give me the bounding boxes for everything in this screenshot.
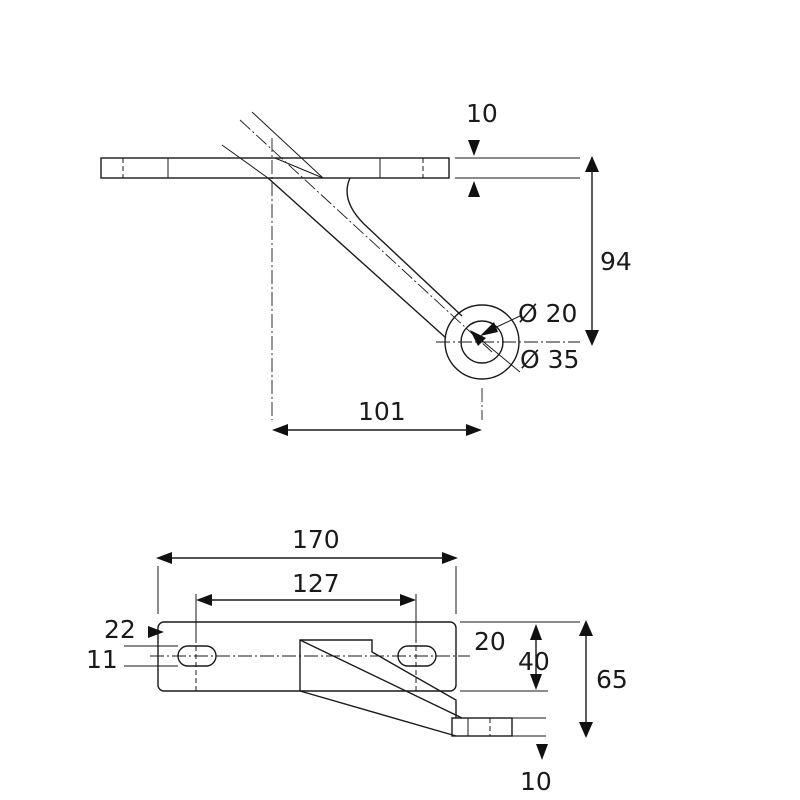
arrowhead xyxy=(585,330,599,346)
arrowhead xyxy=(466,424,482,436)
dim-tip-thickness-label: 10 xyxy=(520,767,552,796)
dim-hole-outer-label: Ø 35 xyxy=(520,345,579,374)
bottom-arm-lower xyxy=(299,690,457,737)
dim-hole-spacing-label: 127 xyxy=(292,569,340,598)
dim-height-label: 94 xyxy=(600,247,632,276)
top-arm-construction xyxy=(251,111,324,179)
dim-hole-inner-label: Ø 20 xyxy=(518,299,577,328)
top-view: 10 94 Ø 20 Ø 35 101 xyxy=(100,99,632,436)
dim-plate-thickness-label: 10 xyxy=(466,99,498,128)
top-arm-centerline xyxy=(239,119,493,353)
arrowhead xyxy=(272,424,288,436)
top-base-plate xyxy=(100,157,450,179)
arrowhead xyxy=(148,626,164,638)
arrowhead xyxy=(536,744,548,760)
arrowhead xyxy=(585,156,599,172)
arrowhead xyxy=(579,620,593,636)
bottom-base-plate xyxy=(157,621,457,692)
arrowhead xyxy=(579,722,593,738)
bottom-arm-upper xyxy=(299,639,457,718)
dim-plate-width-label: 20 xyxy=(474,627,506,656)
dim-slot-width-label: 11 xyxy=(86,645,118,674)
top-arm-upper-ext xyxy=(274,157,324,179)
dim-slot-offset-label: 22 xyxy=(104,615,136,644)
top-arm-upper-edge xyxy=(346,177,463,317)
bottom-arm-diag xyxy=(299,639,463,719)
arrowhead xyxy=(468,140,480,156)
arrowhead xyxy=(468,181,480,197)
arrowhead xyxy=(470,330,486,346)
arrowhead xyxy=(400,594,416,606)
dim-total-length-label: 170 xyxy=(292,525,340,554)
arrowhead xyxy=(442,552,458,564)
arrowhead xyxy=(196,594,212,606)
arrowhead xyxy=(530,674,542,690)
dim-total-height-label: 65 xyxy=(596,665,628,694)
top-arm-construction xyxy=(221,144,269,179)
dim-offset-label: 101 xyxy=(358,397,406,426)
top-arm-lower-edge xyxy=(267,177,447,339)
dim-mid-height-label: 40 xyxy=(518,647,550,676)
arrowhead xyxy=(480,322,498,336)
bottom-view: 170 127 22 11 20 40 65 10 xyxy=(86,525,628,796)
arrowhead xyxy=(530,624,542,640)
arrowhead xyxy=(156,552,172,564)
bottom-tip-block xyxy=(451,717,513,737)
